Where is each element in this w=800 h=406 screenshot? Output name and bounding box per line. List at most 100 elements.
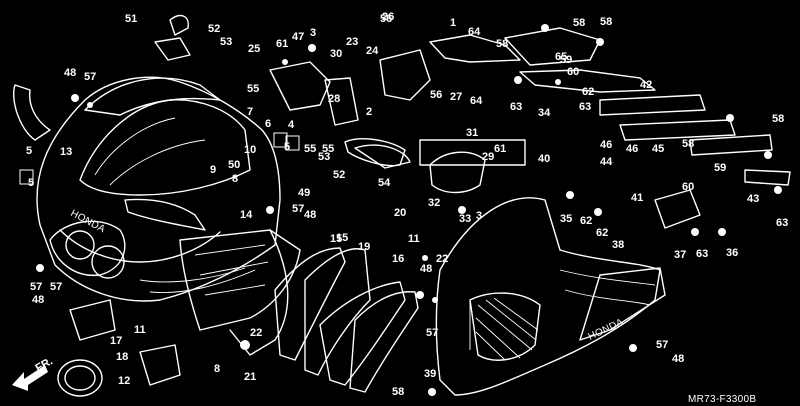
callout-63: 63 bbox=[579, 101, 591, 113]
callout-8: 8 bbox=[232, 173, 238, 185]
callout-65: 65 bbox=[555, 51, 567, 63]
callout-5: 5 bbox=[28, 177, 34, 189]
callout-9: 9 bbox=[210, 164, 216, 176]
callout-48: 48 bbox=[420, 263, 432, 275]
callout-11: 11 bbox=[408, 233, 420, 245]
callout-52: 52 bbox=[208, 23, 220, 35]
stay-brackets bbox=[13, 27, 791, 229]
callout-58: 58 bbox=[496, 38, 508, 50]
callout-40: 40 bbox=[538, 153, 550, 165]
callout-57: 57 bbox=[656, 339, 668, 351]
callout-16: 16 bbox=[392, 253, 404, 265]
callout-27: 27 bbox=[450, 91, 462, 103]
callout-11: 11 bbox=[134, 324, 146, 336]
callout-34: 34 bbox=[538, 107, 551, 119]
reference-box bbox=[285, 135, 300, 151]
callout-53: 53 bbox=[318, 151, 330, 163]
callout-31: 31 bbox=[466, 127, 478, 139]
callout-49: 49 bbox=[298, 187, 310, 199]
callout-63: 63 bbox=[776, 217, 788, 229]
callout-10: 10 bbox=[244, 144, 256, 156]
callout-4: 4 bbox=[288, 119, 295, 131]
callout-48: 48 bbox=[304, 209, 316, 221]
callout-29: 29 bbox=[482, 151, 494, 163]
hardware bbox=[36, 24, 782, 396]
callout-56: 56 bbox=[430, 89, 442, 101]
callout-19: 19 bbox=[358, 241, 370, 253]
callout-28: 28 bbox=[328, 93, 340, 105]
callout-37: 37 bbox=[674, 249, 686, 261]
callout-22: 22 bbox=[250, 327, 262, 339]
callout-36: 36 bbox=[726, 247, 738, 259]
callout-20: 20 bbox=[394, 207, 406, 219]
callout-45: 45 bbox=[652, 143, 664, 155]
callout-46: 46 bbox=[600, 139, 612, 151]
middle-cowl bbox=[179, 229, 301, 356]
callout-43: 43 bbox=[747, 193, 759, 205]
callout-58: 58 bbox=[682, 138, 694, 150]
callout-57: 57 bbox=[30, 281, 42, 293]
callout-33: 33 bbox=[459, 213, 471, 225]
callout-3: 3 bbox=[476, 210, 482, 222]
callout-21: 21 bbox=[244, 371, 256, 383]
mirror-51 bbox=[169, 14, 189, 36]
callout-62: 62 bbox=[582, 86, 594, 98]
callout-48: 48 bbox=[32, 294, 44, 306]
callout-5: 5 bbox=[26, 145, 32, 157]
callout-58: 58 bbox=[392, 386, 404, 398]
callout-61: 61 bbox=[494, 143, 506, 155]
callout-39: 39 bbox=[424, 368, 436, 380]
callout-48: 48 bbox=[672, 353, 684, 365]
callout-54: 54 bbox=[378, 177, 391, 189]
callout-55: 55 bbox=[247, 83, 259, 95]
callout-7: 7 bbox=[247, 106, 253, 118]
callout-52: 52 bbox=[333, 169, 345, 181]
callout-25: 25 bbox=[248, 43, 260, 55]
callout-58: 58 bbox=[600, 16, 612, 28]
reference-box bbox=[19, 169, 34, 185]
mirror-54 bbox=[354, 144, 411, 169]
callout-57: 57 bbox=[84, 71, 96, 83]
callout-55: 55 bbox=[322, 143, 334, 155]
callout-64: 64 bbox=[468, 26, 481, 38]
callout-58: 58 bbox=[772, 113, 784, 125]
callout-30: 30 bbox=[330, 48, 342, 60]
callout-63: 63 bbox=[510, 101, 522, 113]
lower-cowl: HONDA bbox=[435, 197, 666, 396]
callout-2: 2 bbox=[366, 106, 372, 118]
diagram-code: MR73-F3300B bbox=[688, 394, 756, 405]
callout-57: 57 bbox=[426, 327, 438, 339]
callout-42: 42 bbox=[640, 79, 652, 91]
callout-62: 62 bbox=[596, 227, 608, 239]
grommet bbox=[57, 359, 103, 397]
callout-55: 55 bbox=[304, 143, 316, 155]
front-arrow-label: FR. bbox=[34, 355, 55, 374]
svg-text:HONDA: HONDA bbox=[69, 208, 107, 235]
callout-58: 58 bbox=[573, 17, 585, 29]
callout-8: 8 bbox=[214, 363, 220, 375]
callout-46: 46 bbox=[626, 143, 638, 155]
callout-32: 32 bbox=[428, 197, 440, 209]
callout-35: 35 bbox=[560, 213, 572, 225]
callout-47: 47 bbox=[292, 31, 304, 43]
panel-18 bbox=[139, 344, 181, 386]
callout-53: 53 bbox=[220, 36, 232, 48]
callout-41: 41 bbox=[631, 192, 643, 204]
callout-12: 12 bbox=[118, 375, 130, 387]
callout-48: 48 bbox=[64, 67, 76, 79]
reference-box bbox=[273, 132, 288, 148]
callout-60: 60 bbox=[567, 66, 579, 78]
callout-64: 64 bbox=[470, 95, 483, 107]
callout-50: 50 bbox=[228, 159, 240, 171]
callout-13: 13 bbox=[60, 146, 72, 158]
inner-panels bbox=[274, 247, 419, 393]
callout-59: 59 bbox=[560, 54, 572, 66]
svg-text:HONDA: HONDA bbox=[587, 317, 626, 343]
panel-17 bbox=[69, 299, 116, 341]
callout-1: 1 bbox=[450, 17, 456, 29]
callout-15: 15 bbox=[330, 233, 342, 245]
callout-6: 6 bbox=[265, 118, 271, 130]
